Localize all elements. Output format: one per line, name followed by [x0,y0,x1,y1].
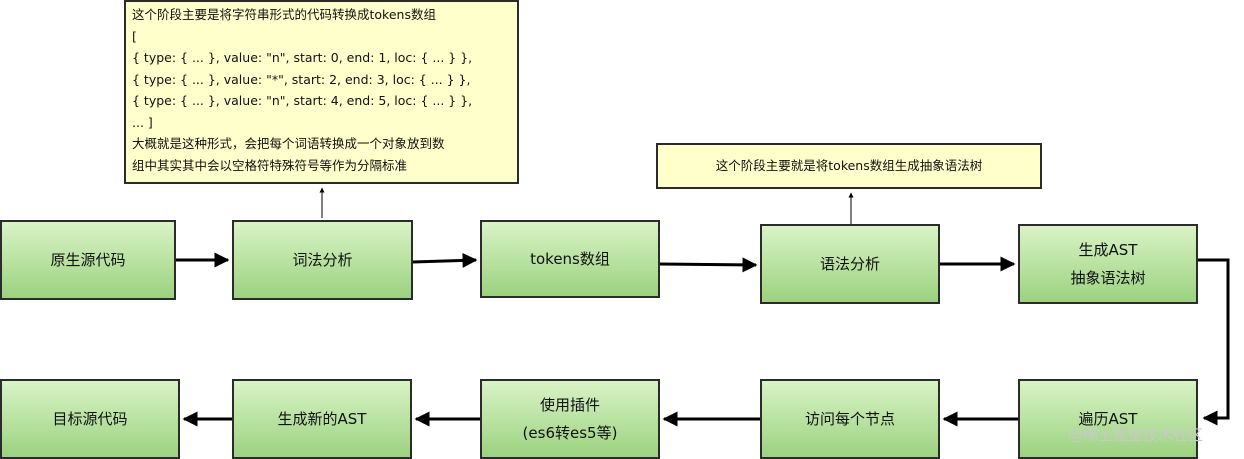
node-target-code-label: 目标源代码 [52,410,128,428]
syntax-note-text: 这个阶段主要就是将tokens数组生成抽象语法树 [715,158,983,174]
node-source-code-label: 原生源代码 [50,251,126,269]
node-use-plugin-sublabel: (es6转es5等) [522,424,618,442]
lexical-note-line: 组中其实其中会以空格符特殊符号等作为分隔标准 [132,157,408,173]
node-generate-ast-sublabel: 抽象语法树 [1070,269,1146,287]
node-generate-ast: 生成AST 抽象语法树 [1018,224,1198,304]
node-tokens-array: tokens数组 [480,220,660,298]
lexical-note-line: 这个阶段主要是将字符串形式的代码转换成tokens数组 [132,7,436,22]
node-visit-each-node: 访问每个节点 [760,379,940,459]
node-syntax-analysis-label: 语法分析 [819,255,880,273]
lexical-note-line: 大概就是这种形式，会把每个词语转换成一个对象放到数 [132,136,445,151]
arrow-tokens-to-syntax [659,257,758,273]
node-generate-new-ast-label: 生成新的AST [277,410,367,428]
lexical-note: 这个阶段主要是将字符串形式的代码转换成tokens数组 [ { type: { … [124,0,519,184]
node-lexical-analysis-label: 词法分析 [292,251,353,269]
node-target-code: 目标源代码 [0,379,180,459]
node-use-plugin-label: 使用插件 [539,396,600,414]
node-source-code: 原生源代码 [0,220,176,300]
lexical-note-line: ... ] [132,114,153,130]
lexical-note-line: [ [132,28,137,44]
node-lexical-analysis: 词法分析 [232,220,413,300]
syntax-note: 这个阶段主要就是将tokens数组生成抽象语法树 [656,143,1042,189]
node-traverse-ast: 遍历AST [1018,379,1198,459]
node-generate-new-ast: 生成新的AST [232,379,412,459]
node-generate-ast-label: 生成AST [1078,241,1138,259]
node-use-plugin: 使用插件 (es6转es5等) [480,379,660,459]
watermark: @稀土掘金技术社区 [1068,426,1204,444]
arrow-gen-ast-to-traverse [1198,258,1230,426]
node-traverse-ast-label: 遍历AST [1078,410,1138,428]
lexical-note-line: { type: { ... }, value: "n", start: 4, e… [132,93,473,108]
lexical-note-line: { type: { ... }, value: "n", start: 0, e… [132,50,473,65]
node-syntax-analysis: 语法分析 [760,224,940,304]
node-tokens-array-label: tokens数组 [530,250,610,268]
node-visit-each-node-label: 访问每个节点 [804,410,895,428]
arrow-lexical-to-tokens [412,252,478,268]
lexical-note-line: { type: { ... }, value: "*", start: 2, e… [132,71,471,87]
